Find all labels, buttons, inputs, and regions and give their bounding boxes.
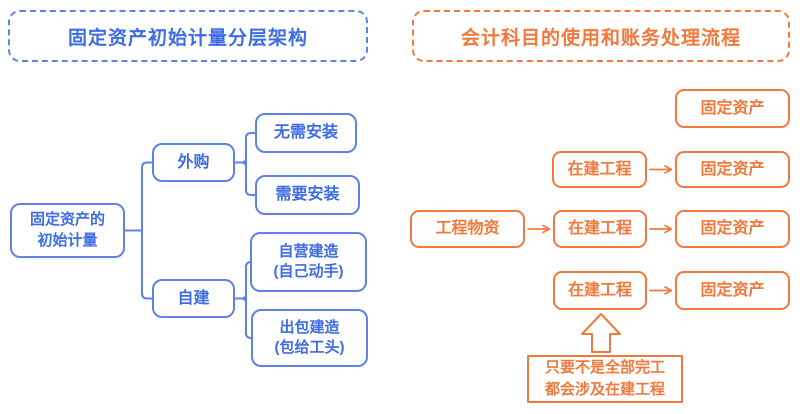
node-purchase: 外购 (152, 143, 235, 182)
node-fixed-asset-row4: 固定资产 (675, 271, 790, 310)
node-root-initial-measurement: 固定资产的 初始计量 (10, 203, 125, 258)
node-no-install: 无需安装 (255, 113, 357, 153)
left-panel-title: 固定资产初始计量分层架构 (8, 10, 368, 62)
node-need-install: 需要安装 (255, 175, 360, 215)
node-self-construct: 自营建造 (自己动手) (250, 232, 367, 292)
node-materials-row3: 工程物资 (410, 210, 525, 248)
node-outsourced: 出包建造 (包给工头) (251, 309, 368, 367)
node-fixed-asset-row2: 固定资产 (675, 151, 790, 188)
up-block-arrow-icon (581, 313, 621, 353)
node-selfbuild: 自建 (152, 279, 235, 318)
node-cip-row4: 在建工程 (553, 271, 647, 310)
right-panel-title: 会计科目的使用和账务处理流程 (412, 10, 790, 62)
note-incomplete-cip: 只要不是全部完工 都会涉及在建工程 (527, 355, 683, 403)
node-fixed-asset-row3: 固定资产 (675, 210, 790, 248)
node-cip-row3: 在建工程 (553, 210, 647, 248)
node-cip-row2: 在建工程 (552, 151, 647, 188)
node-fixed-asset-row1: 固定资产 (675, 89, 790, 128)
